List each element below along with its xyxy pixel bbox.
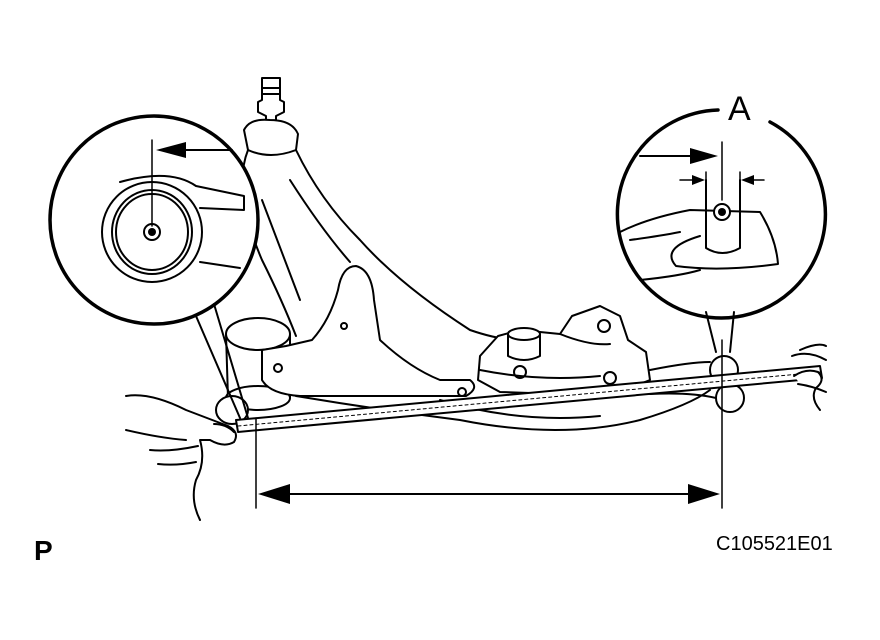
- dimension-line: [255, 339, 723, 509]
- left-hand: [125, 394, 237, 521]
- view-label-p: P: [34, 535, 53, 566]
- front-bushing: [215, 317, 291, 425]
- right-detail-view: [615, 108, 828, 353]
- suspension-arm: [215, 77, 745, 431]
- rear-bracket: [477, 305, 651, 395]
- figure-code: C105521E01: [716, 533, 833, 555]
- bushing-bracket: [261, 265, 476, 397]
- left-detail-view: [48, 114, 260, 419]
- callout-label-a: A: [728, 90, 751, 128]
- arm-body: [241, 149, 521, 340]
- right-hand: [791, 343, 827, 411]
- ball-joint-housing: [243, 118, 299, 156]
